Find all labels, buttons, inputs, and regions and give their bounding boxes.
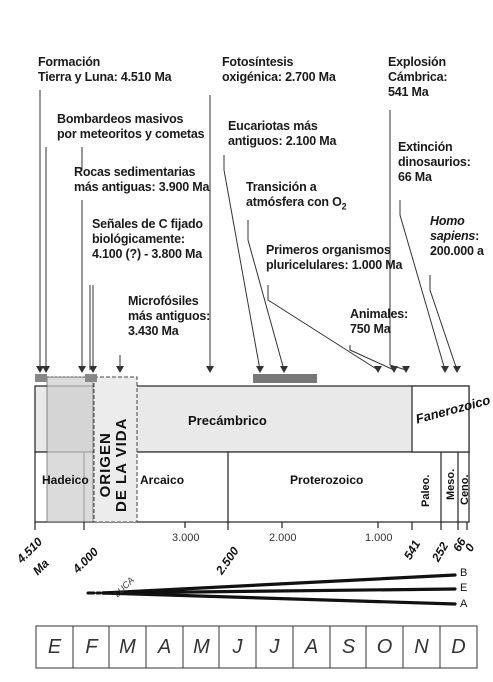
arrowhead-explosion: [402, 366, 410, 373]
annotation-senales: Señales de C fijado biológicamente: 4.10…: [92, 217, 203, 261]
label-precambrico: Precámbrico: [188, 413, 267, 428]
month-o: O: [376, 635, 393, 658]
formacion-line2: Tierra y Luna: 4.510 Ma: [38, 70, 172, 84]
month-f: F: [85, 635, 98, 658]
branch-label-a: A: [460, 598, 468, 610]
leader-extincion: [399, 200, 446, 371]
leader-pluricelulares: [267, 285, 379, 371]
annotation-homo-sapiens: Homo sapiens: 200.000 a: [430, 214, 484, 258]
leader-transicion: [247, 220, 285, 371]
month-n: N: [414, 635, 429, 658]
annotation-fotosintesis: Fotosíntesis oxigénica: 2.700 Ma: [222, 55, 336, 84]
arrowhead-extincion: [441, 366, 449, 373]
month-m1: M: [119, 635, 136, 658]
branch-label-b: B: [460, 567, 468, 579]
label-proterozoico: Proterozoico: [290, 473, 364, 487]
annotation-pluricelulares: Primeros organismos pluricelulares: 1.00…: [266, 243, 403, 272]
arrowhead-senales: [89, 366, 97, 373]
arrowhead-fotosintesis: [206, 366, 214, 373]
arrowhead-eucariotas: [256, 366, 264, 373]
leader-explosion: [389, 110, 407, 371]
formacion-line1: Formación: [38, 55, 101, 69]
branch-eukarya: [101, 587, 457, 595]
label-paleo: Paleo.: [420, 474, 432, 507]
arrowhead-microfosiles: [116, 366, 124, 373]
fanerozoico-box: [411, 385, 470, 453]
month-a2: A: [304, 635, 319, 658]
annotation-transicion: Transición a atmósfera con O2: [246, 180, 347, 212]
arrowhead-homo: [453, 366, 461, 373]
branch-archaea: [101, 591, 457, 606]
arrowhead-animales: [390, 366, 398, 373]
marker-transicion: [253, 374, 317, 383]
leader-eucariotas: [223, 155, 261, 371]
month-m2: M: [193, 635, 210, 658]
annotation-explosion: Explosión Cámbrica: 541 Ma: [388, 55, 448, 99]
annotation-rocas: Rocas sedimentarias más antiguas: 3.900 …: [74, 165, 210, 194]
label-origen-de-la-vida: ORIGEN DE LA VIDA: [97, 417, 130, 512]
axis-label-3000: 3.000: [172, 532, 200, 544]
label-ceno: Ceno.: [459, 474, 471, 505]
month-a1: A: [157, 635, 172, 658]
month-j2: J: [269, 635, 280, 658]
month-s: S: [341, 635, 356, 658]
annotation-animales: Animales: 750 Ma: [350, 307, 408, 336]
marker-formacion: [35, 374, 47, 382]
annotation-microfosiles: Microfósiles más antiguos: 3.430 Ma: [128, 294, 211, 338]
annotation-bombardeos: Bombardeos masivos por meteoritos y come…: [57, 112, 205, 141]
leader-animales: [349, 345, 395, 371]
leader-homo: [429, 275, 458, 371]
month-d: D: [451, 635, 466, 658]
annotation-extincion: Extinción dinosaurios: 66 Ma: [398, 140, 471, 184]
arrowhead-rocas: [78, 366, 86, 373]
label-arcaico: Arcaico: [140, 473, 185, 487]
month-e: E: [47, 635, 62, 658]
arrowhead-transicion: [280, 366, 288, 373]
branch-bacteria: [101, 573, 457, 595]
month-j1: J: [232, 635, 243, 658]
label-hadeico: Hadeico: [42, 473, 89, 487]
annotation-formacion: Formación Tierra y Luna: 4.510 Ma: [38, 55, 172, 85]
branch-label-e: E: [460, 582, 468, 594]
annotation-eucariotas: Eucariotas más antiguos: 2.100 Ma: [228, 119, 337, 148]
marker-rocas: [85, 374, 97, 382]
label-meso: Meso.: [445, 468, 457, 500]
hadeico-shade: [46, 376, 94, 523]
axis-label-2000: 2.000: [269, 532, 297, 544]
axis-label-1000: 1.000: [365, 532, 393, 544]
arrowhead-formacion: [36, 366, 44, 373]
arrowhead-bombardeos: [42, 366, 50, 373]
origen-vida-box: [93, 376, 138, 523]
arrowhead-pluricelulares: [374, 366, 382, 373]
